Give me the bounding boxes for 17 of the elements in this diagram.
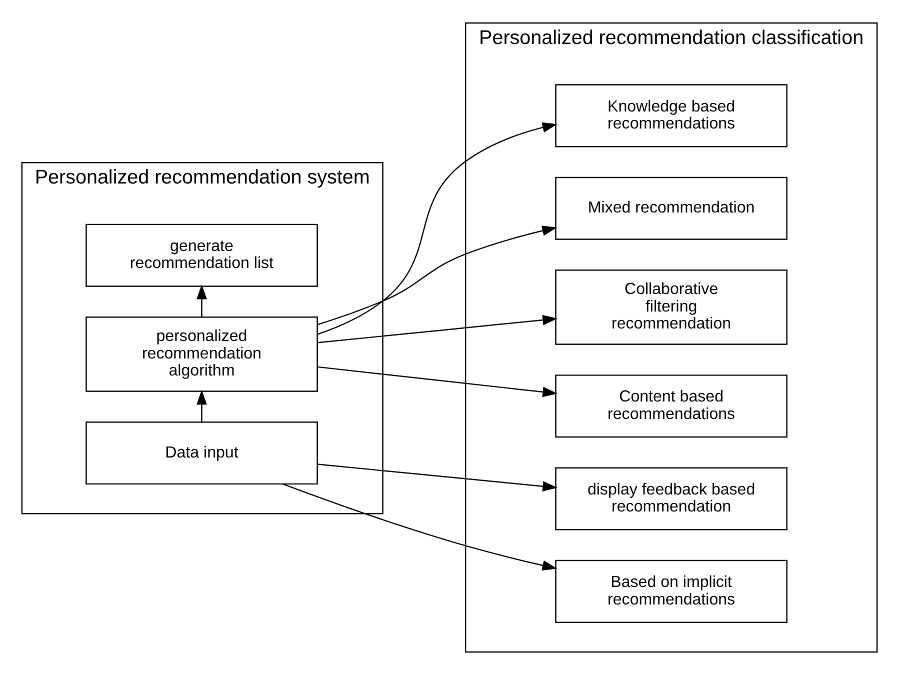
node-box: Mixed recommendation: [554, 176, 787, 240]
node-box: Data input: [85, 422, 318, 485]
arrow: [316, 226, 557, 326]
node-box: Knowledge based recommendations: [554, 84, 787, 148]
arrow: [196, 284, 206, 318]
node-box: display feedback based recommendation: [554, 467, 787, 530]
node-box: generate recommendation list: [85, 224, 318, 287]
arrow: [196, 390, 206, 422]
node-box: Collaborative filtering recommendation: [554, 270, 787, 345]
arrow: [317, 464, 558, 492]
arrow: [282, 483, 557, 570]
node-box: Based on implicit recommendations: [554, 560, 787, 623]
arrow: [317, 314, 558, 344]
node-box: personalized recommendation algorithm: [85, 316, 318, 392]
arrow: [317, 366, 558, 398]
node-box: Content based recommendations: [554, 374, 787, 438]
arrow: [316, 122, 557, 335]
